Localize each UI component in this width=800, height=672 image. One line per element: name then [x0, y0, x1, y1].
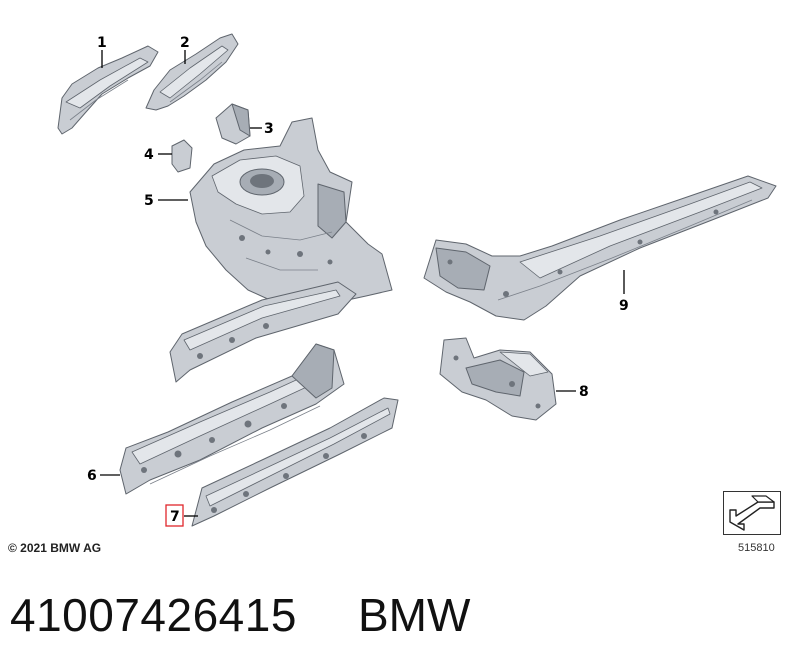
orientation-arrow-icon	[729, 495, 775, 531]
parts-diagram: 1 2 3 4 5 6 7 8 9	[57, 33, 777, 527]
part-1[interactable]	[57, 45, 159, 135]
part-3[interactable]	[215, 103, 251, 145]
part-5[interactable]	[169, 117, 393, 383]
part-6[interactable]	[119, 343, 345, 495]
copyright-notice: © 2021 BMW AG	[8, 541, 102, 555]
callout-1[interactable]: 1	[97, 35, 107, 51]
part-number: 41007426415	[10, 589, 297, 641]
part-9[interactable]	[423, 175, 777, 321]
callout-2[interactable]: 2	[180, 35, 190, 51]
part-7[interactable]	[191, 397, 399, 527]
callout-5[interactable]: 5	[144, 193, 154, 209]
part-8[interactable]	[439, 337, 557, 421]
callout-9[interactable]: 9	[619, 298, 629, 314]
callout-7[interactable]: 7	[170, 509, 180, 525]
brand-name: BMW	[358, 589, 471, 641]
callout-8[interactable]: 8	[579, 384, 589, 400]
part-2[interactable]	[145, 33, 239, 111]
reference-number: 515810	[738, 542, 775, 554]
callout-6[interactable]: 6	[87, 468, 97, 484]
callout-4[interactable]: 4	[144, 147, 154, 163]
orientation-reference-box	[723, 491, 781, 535]
callout-7-highlight-box	[165, 504, 184, 527]
callout-3[interactable]: 3	[264, 121, 274, 137]
part-4[interactable]	[171, 139, 193, 173]
